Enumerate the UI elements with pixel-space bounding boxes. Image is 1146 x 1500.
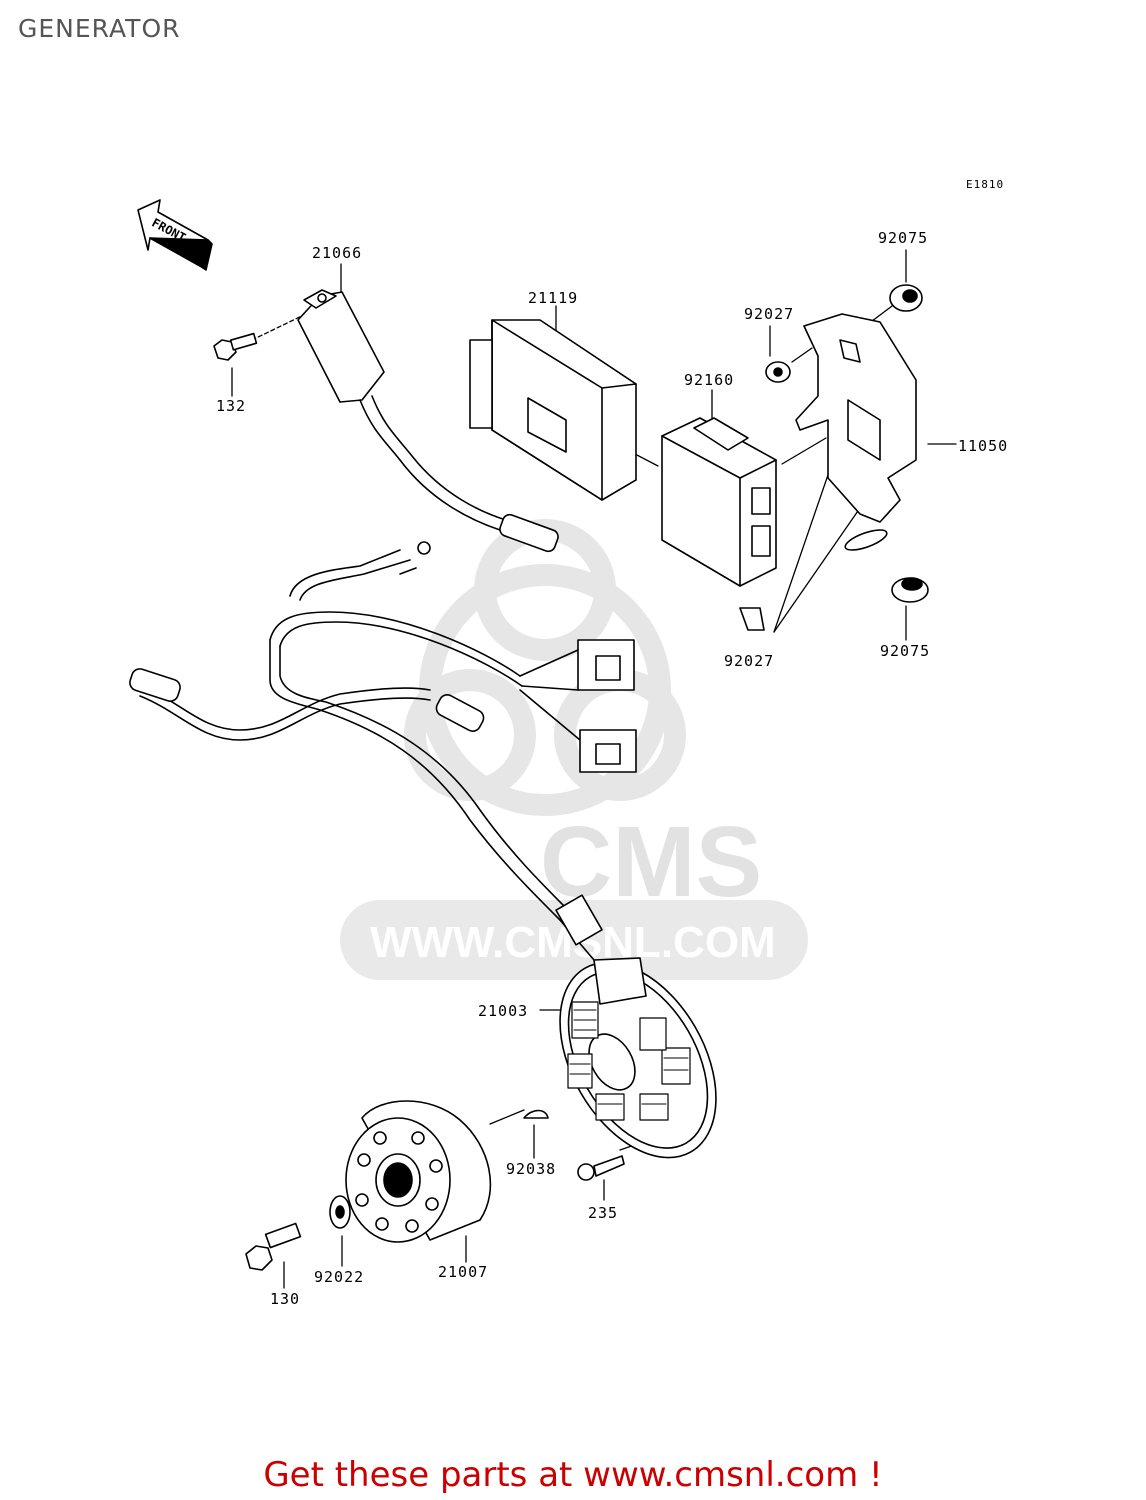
part-label-92075-bottom: 92075 <box>880 642 931 660</box>
diagram-code: E1810 <box>966 178 1005 191</box>
bolt-130 <box>245 1222 302 1271</box>
washer-92022 <box>329 1195 351 1229</box>
part-label-92027-bottom: 92027 <box>724 652 775 670</box>
grommet-92075-top <box>889 284 923 312</box>
part-label-92075-top: 92075 <box>878 229 929 247</box>
part-label-11050: 11050 <box>958 437 1009 455</box>
part-label-92022: 92022 <box>314 1268 365 1286</box>
screw-235 <box>577 1155 625 1181</box>
relay-box-92160 <box>661 417 777 587</box>
part-label-21003: 21003 <box>478 1002 529 1020</box>
stator-21003 <box>559 957 717 1159</box>
part-label-92160: 92160 <box>684 371 735 389</box>
page-title: GENERATOR <box>18 14 181 43</box>
part-label-21066: 21066 <box>312 244 363 262</box>
front-arrow: FRONT <box>137 199 213 271</box>
collar-92027-top <box>765 361 791 383</box>
part-label-130: 130 <box>270 1290 301 1308</box>
bolt-132 <box>213 332 258 361</box>
part-label-21119: 21119 <box>528 289 579 307</box>
footer-link[interactable]: Get these parts at www.cmsnl.com ! <box>263 1455 883 1495</box>
collar-92027-bottom <box>739 607 765 631</box>
flywheel-21007 <box>345 1100 492 1243</box>
regulator-21066 <box>297 289 559 553</box>
grommet-92075-bottom <box>891 577 929 603</box>
part-label-92038: 92038 <box>506 1160 557 1178</box>
part-label-235: 235 <box>588 1204 619 1222</box>
wire-harness <box>129 541 637 961</box>
bracket-11050 <box>795 313 917 551</box>
part-label-92027-top: 92027 <box>744 305 795 323</box>
cdi-unit-21119 <box>469 319 637 501</box>
key-92038 <box>523 1109 549 1119</box>
part-label-21007: 21007 <box>438 1263 489 1281</box>
part-label-132: 132 <box>216 397 247 415</box>
